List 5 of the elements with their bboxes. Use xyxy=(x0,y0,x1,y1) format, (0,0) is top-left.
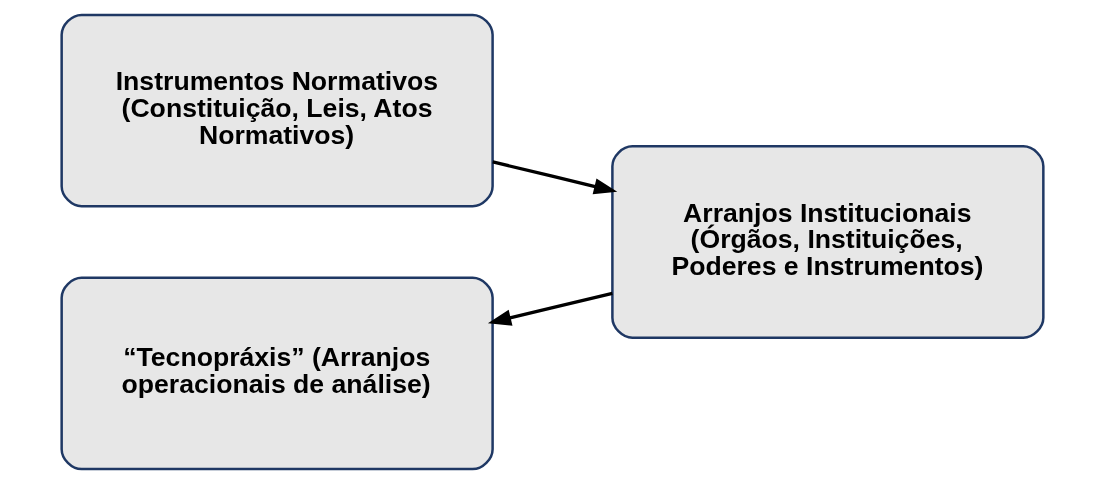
arrow xyxy=(487,291,613,326)
node-box: Instrumentos Normativos (Constituição, Leis, Atos Normativos) xyxy=(59,13,494,208)
node-box: “Tecnopráxis” (Arranjos operacionais de análise) xyxy=(59,276,494,471)
arrow xyxy=(491,160,617,195)
node-box: Arranjos Institucionais (Órgãos, Instituições, Poderes e Instrumentos) xyxy=(610,145,1045,339)
